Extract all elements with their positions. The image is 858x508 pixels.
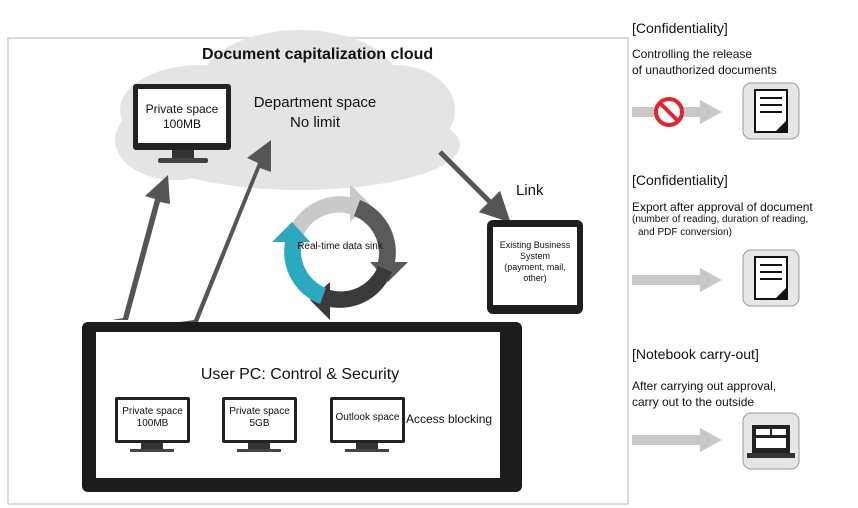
link-arrow xyxy=(438,150,511,223)
pc-private-monitor-1-icon xyxy=(115,397,190,452)
upload-arrow-left xyxy=(112,175,170,320)
department-space-label: Department space xyxy=(253,94,377,111)
document-icon xyxy=(742,249,800,307)
panel-2-line1: Export after approval of document xyxy=(632,200,813,214)
business-system-line1: Existing Business xyxy=(499,240,571,250)
panel-3-line1: After carrying out approval, xyxy=(632,379,777,393)
pc-space-2-label: Private space xyxy=(229,406,290,417)
panel-1-line2: of unauthorized documents xyxy=(632,63,777,77)
department-space-limit: No limit xyxy=(289,114,340,131)
panel-3-header: [Notebook carry-out] xyxy=(632,346,759,362)
panel-2-line2: (number of reading, duration of reading, xyxy=(632,214,809,225)
pc-space-3-label: Outlook space xyxy=(335,412,400,423)
sync-label: Real-time data sink xyxy=(297,241,383,252)
cloud-private-space-size: 100MB xyxy=(162,117,202,131)
cloud-private-space-label: Private space xyxy=(145,102,219,116)
pc-outlook-monitor-icon xyxy=(330,397,405,452)
pc-private-monitor-2-icon xyxy=(222,397,297,452)
pc-space-2-size: 5GB xyxy=(249,418,270,429)
cloud-private-monitor-icon xyxy=(133,84,231,163)
access-blocking-label: Access blocking xyxy=(406,412,493,426)
business-system-tablet-icon xyxy=(487,220,583,314)
link-label: Link xyxy=(516,182,544,199)
business-system-line4: other) xyxy=(523,273,547,283)
panel-1-line1: Controlling the release xyxy=(632,47,753,61)
panel-1-header: [Confidentiality] xyxy=(632,20,728,36)
upload-arrow-right xyxy=(180,140,271,322)
prohibited-icon xyxy=(654,97,684,127)
panel-2-header: [Confidentiality] xyxy=(632,172,728,188)
export-arrow xyxy=(632,268,722,292)
cloud-title: Document capitalization cloud xyxy=(202,46,434,63)
carryout-arrow xyxy=(632,428,722,452)
panel-2-line3: and PDF conversion) xyxy=(638,227,732,238)
laptop-icon xyxy=(742,412,800,470)
pc-space-1-label: Private space xyxy=(122,406,183,417)
user-pc-title: User PC: Control & Security xyxy=(200,366,400,383)
panel-3-line2: carry out to the outside xyxy=(632,395,755,409)
business-system-label: Existing Business System (payment, mail,… xyxy=(493,240,577,284)
business-system-line3: (payment, mail, xyxy=(504,262,566,272)
pc-space-1-size: 100MB xyxy=(136,418,169,429)
document-icon xyxy=(742,82,800,140)
business-system-line2: System xyxy=(519,251,550,261)
sync-cycle-icon xyxy=(272,184,408,320)
